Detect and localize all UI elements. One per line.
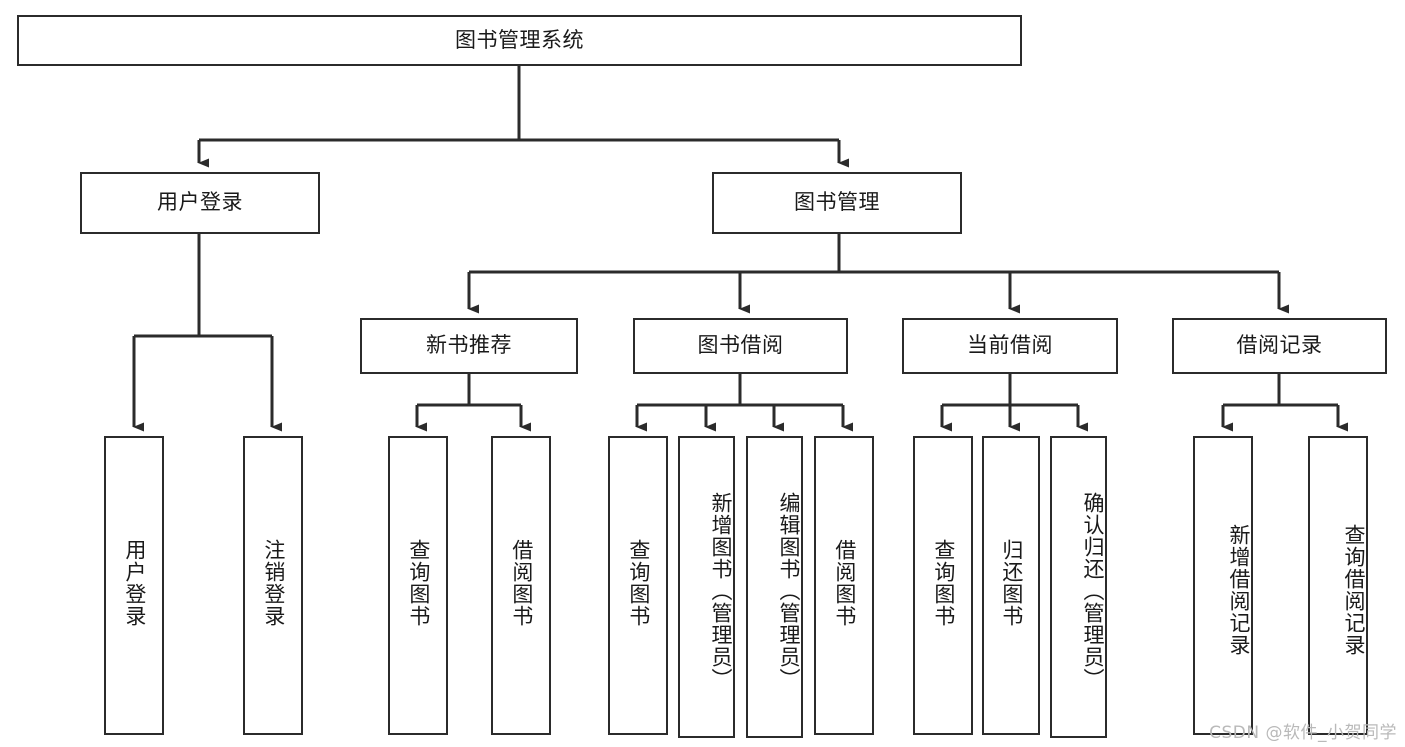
node-label: 借阅记录 [1236,333,1323,358]
node-label: 图书借阅 [697,333,784,358]
node-label: 借阅图书 [832,538,857,627]
node-label: 编辑图书（管理员） [777,492,801,690]
node-label: 查询图书 [406,538,431,627]
node-label: 图书管理系统 [455,27,584,52]
node-label: 查询图书 [931,538,956,627]
node-label: 查询借阅记录 [1342,523,1366,656]
leaf-current-borrow-confirm-return-admin[interactable]: 确认归还（管理员） [1050,436,1107,738]
node-label: 归还图书 [999,538,1024,627]
node-current-borrow[interactable]: 当前借阅 [902,318,1118,374]
node-label: 新书推荐 [426,333,512,358]
node-label: 用户登录 [122,538,147,627]
leaf-user-login-logout[interactable]: 注销登录 [243,436,303,735]
leaf-book-borrow-query-book[interactable]: 查询图书 [608,436,668,735]
node-label: 新增借阅记录 [1227,523,1251,656]
leaf-book-borrow-add-book-admin[interactable]: 新增图书（管理员） [678,436,735,738]
leaf-borrow-records-add-record[interactable]: 新增借阅记录 [1193,436,1253,735]
leaf-new-book-query-book[interactable]: 查询图书 [388,436,448,735]
node-label: 图书管理 [794,190,880,215]
node-label: 当前借阅 [967,333,1053,358]
leaf-current-borrow-return-book[interactable]: 归还图书 [982,436,1040,735]
node-new-book-recommend[interactable]: 新书推荐 [360,318,578,374]
leaf-borrow-records-query-record[interactable]: 查询借阅记录 [1308,436,1368,735]
node-label: 注销登录 [261,538,286,627]
node-book-management[interactable]: 图书管理 [712,172,962,234]
node-label: 借阅图书 [509,538,534,627]
leaf-book-borrow-edit-book-admin[interactable]: 编辑图书（管理员） [746,436,803,738]
leaf-current-borrow-query-book[interactable]: 查询图书 [913,436,973,735]
leaf-new-book-borrow-book[interactable]: 借阅图书 [491,436,551,735]
leaf-book-borrow-borrow-book[interactable]: 借阅图书 [814,436,874,735]
node-borrow-records[interactable]: 借阅记录 [1172,318,1387,374]
node-label: 查询图书 [626,538,651,627]
watermark-text: CSDN @软件_小贺同学 [1209,723,1397,743]
node-user-login[interactable]: 用户登录 [80,172,320,234]
leaf-user-login-login[interactable]: 用户登录 [104,436,164,735]
node-book-borrow[interactable]: 图书借阅 [633,318,848,374]
node-label: 新增图书（管理员） [709,492,733,690]
node-label: 用户登录 [157,190,243,215]
node-root-book-management-system[interactable]: 图书管理系统 [17,15,1022,66]
node-label: 确认归还（管理员） [1081,492,1105,690]
